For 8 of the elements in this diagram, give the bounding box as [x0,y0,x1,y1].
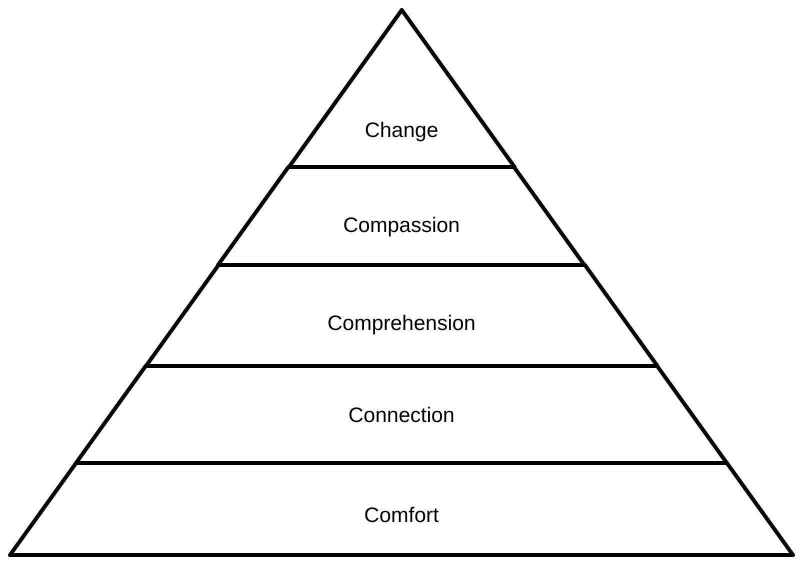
tier-label: Change [364,118,438,144]
tier-label: Comprehension [327,311,476,337]
pyramid-tier [7,460,796,558]
pyramid-tier [286,7,518,170]
tier-label: Comfort [364,503,439,529]
tier-label: Connection [348,403,455,429]
tier-label: Compassion [343,213,460,239]
pyramid-tier [215,164,588,268]
